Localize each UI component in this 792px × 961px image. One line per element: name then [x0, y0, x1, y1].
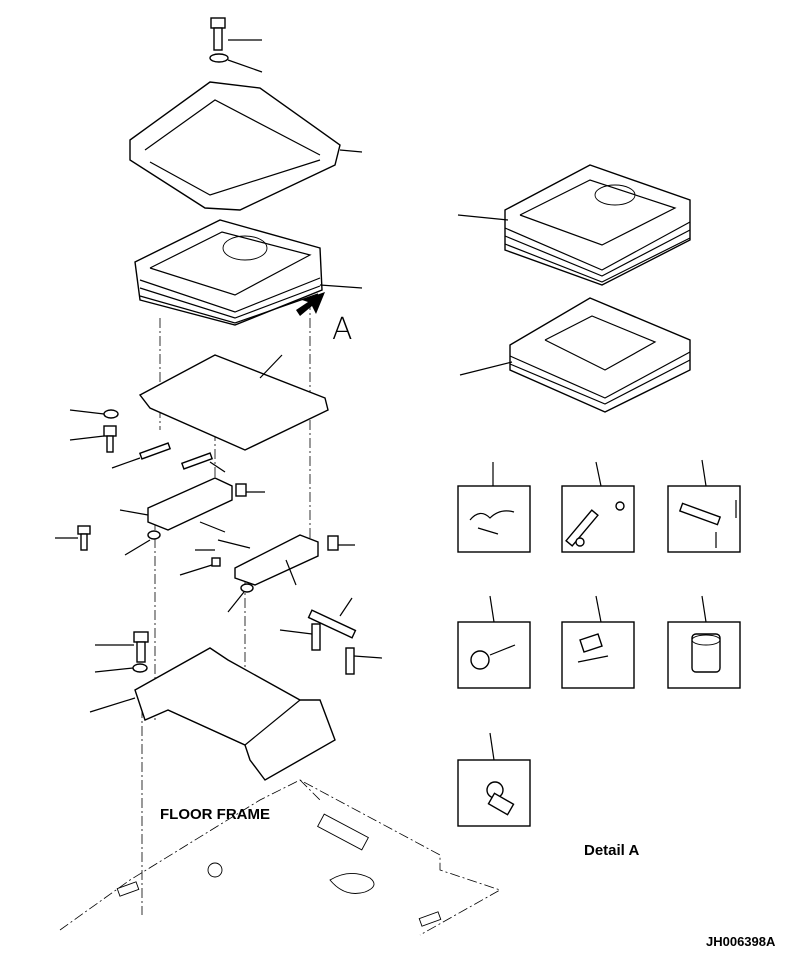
floor-frame-outline: [59, 690, 501, 936]
rod-long: [307, 597, 357, 639]
top-washer: [209, 53, 263, 73]
bolt-left: [69, 425, 117, 453]
detail-box-4: [457, 595, 531, 689]
view-letter-label: A: [332, 312, 353, 347]
bolt-lower: [95, 631, 149, 663]
slide-rail-left: [119, 477, 265, 531]
detail-box-3: [667, 459, 741, 553]
detail-box-1: [457, 462, 531, 553]
view-arrow-icon: [296, 292, 325, 316]
seat-bracket: [89, 647, 336, 781]
detail-box-6: [667, 595, 741, 689]
detail-box-2: [561, 461, 635, 553]
bolt-stack-left: [55, 525, 161, 556]
washer-lower: [94, 663, 148, 673]
seat-suspension-main: [134, 219, 363, 326]
detail-box-5: [561, 595, 635, 689]
seat-mount-frame: [129, 81, 363, 211]
seat-plate: [138, 354, 329, 451]
pin-right: [180, 452, 226, 473]
rod-short-a: [279, 623, 321, 651]
pin-left: [111, 442, 172, 469]
spring-parts: [179, 521, 251, 576]
detail-box-7: [457, 732, 531, 827]
slide-rail-right: [234, 534, 355, 586]
washer-left: [69, 409, 119, 419]
washer-center: [227, 583, 254, 613]
drawing-code-label: JH006398A: [706, 934, 776, 949]
detail-a-label: Detail A: [584, 842, 640, 859]
rod-short-b: [345, 647, 383, 675]
bellows-cover: [459, 297, 691, 413]
top-bolt: [210, 17, 262, 51]
suspension-assembly-right: [457, 164, 691, 286]
floor-frame-label: FLOOR FRAME: [160, 806, 270, 823]
